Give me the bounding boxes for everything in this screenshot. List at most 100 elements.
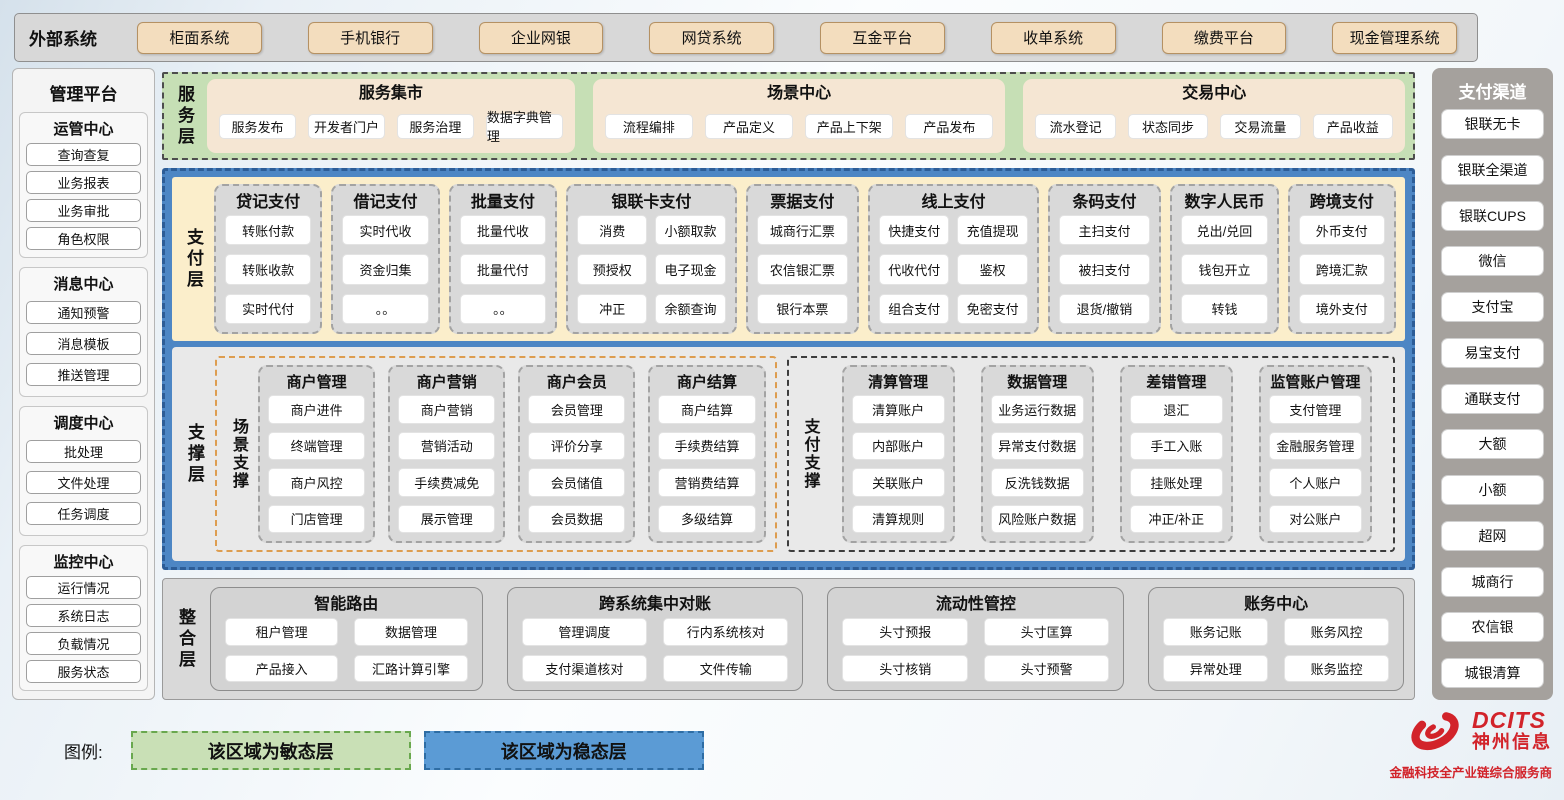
integration-item-button[interactable]: 支付渠道核对: [521, 654, 648, 682]
payment-channel-button[interactable]: 超网: [1441, 520, 1544, 551]
support-item-button[interactable]: 手续费减免: [398, 468, 496, 497]
support-item-button[interactable]: 反洗钱数据: [990, 468, 1084, 497]
support-item-button[interactable]: 评价分享: [528, 431, 626, 460]
support-item-button[interactable]: 多级结算: [658, 504, 756, 533]
support-item-button[interactable]: 商户风控: [268, 468, 366, 497]
payment-item-button[interactable]: 实时代收: [342, 215, 429, 246]
management-item-button[interactable]: 消息模板: [26, 332, 141, 355]
payment-item-button[interactable]: 主扫支付: [1058, 215, 1151, 246]
support-item-button[interactable]: 会员管理: [528, 395, 626, 424]
support-item-button[interactable]: 清算规则: [851, 504, 945, 533]
external-system-button[interactable]: 企业网银: [478, 21, 604, 54]
payment-channel-button[interactable]: 银联CUPS: [1441, 200, 1544, 231]
service-item-button[interactable]: 状态同步: [1127, 113, 1209, 139]
support-item-button[interactable]: 展示管理: [398, 504, 496, 533]
management-item-button[interactable]: 业务审批: [26, 199, 141, 222]
payment-item-button[interactable]: 小额取款: [655, 215, 726, 246]
service-item-button[interactable]: 产品收益: [1312, 113, 1394, 139]
payment-item-button[interactable]: 城商行汇票: [756, 215, 849, 246]
payment-item-button[interactable]: 兑出/兑回: [1181, 215, 1268, 246]
payment-item-button[interactable]: 跨境汇款: [1298, 254, 1385, 285]
payment-item-button[interactable]: 实时代付: [225, 293, 312, 324]
payment-channel-button[interactable]: 农信银: [1441, 612, 1544, 643]
payment-item-button[interactable]: 外币支付: [1298, 215, 1385, 246]
payment-item-button[interactable]: 转账付款: [225, 215, 312, 246]
support-item-button[interactable]: 内部账户: [851, 431, 945, 460]
payment-item-button[interactable]: 充值提现: [957, 215, 1028, 246]
support-item-button[interactable]: 营销费结算: [658, 468, 756, 497]
support-item-button[interactable]: 商户结算: [658, 395, 756, 424]
external-system-button[interactable]: 收单系统: [990, 21, 1116, 54]
support-item-button[interactable]: 异常支付数据: [990, 431, 1084, 460]
integration-item-button[interactable]: 文件传输: [663, 654, 789, 682]
service-item-button[interactable]: 交易流量: [1220, 113, 1301, 139]
support-item-button[interactable]: 支付管理: [1268, 395, 1362, 424]
payment-channel-button[interactable]: 微信: [1441, 246, 1544, 277]
payment-item-button[interactable]: 农信银汇票: [756, 254, 849, 285]
support-item-button[interactable]: 会员数据: [528, 504, 626, 533]
support-item-button[interactable]: 营销活动: [398, 431, 496, 460]
external-system-button[interactable]: 互金平台: [820, 21, 945, 54]
support-item-button[interactable]: 手工入账: [1129, 431, 1223, 460]
support-item-button[interactable]: 手续费结算: [658, 431, 756, 460]
service-item-button[interactable]: 服务治理: [396, 113, 474, 139]
support-item-button[interactable]: 个人账户: [1268, 468, 1362, 497]
external-system-button[interactable]: 现金管理系统: [1332, 21, 1457, 54]
external-system-button[interactable]: 手机银行: [307, 21, 433, 54]
support-item-button[interactable]: 金融服务管理: [1268, 431, 1362, 460]
service-item-button[interactable]: 开发者门户: [307, 113, 385, 139]
payment-channel-button[interactable]: 城商行: [1441, 566, 1544, 597]
payment-item-button[interactable]: 钱包开立: [1181, 254, 1268, 285]
support-item-button[interactable]: 会员储值: [528, 468, 626, 497]
support-item-button[interactable]: 风险账户数据: [990, 504, 1084, 533]
service-item-button[interactable]: 流程编排: [604, 113, 693, 139]
payment-item-button[interactable]: 。。: [342, 293, 429, 324]
service-item-button[interactable]: 产品上下架: [805, 113, 894, 139]
integration-item-button[interactable]: 头寸匡算: [983, 618, 1110, 646]
payment-item-button[interactable]: 电子现金: [655, 254, 726, 285]
service-item-button[interactable]: 服务发布: [219, 113, 296, 139]
management-item-button[interactable]: 系统日志: [26, 604, 141, 627]
payment-item-button[interactable]: 转钱: [1181, 293, 1268, 324]
integration-item-button[interactable]: 管理调度: [521, 618, 648, 646]
support-item-button[interactable]: 挂账处理: [1129, 468, 1223, 497]
payment-channel-button[interactable]: 小额: [1441, 475, 1544, 505]
support-item-button[interactable]: 商户进件: [268, 395, 366, 424]
payment-channel-button[interactable]: 城银清算: [1441, 658, 1544, 688]
support-item-button[interactable]: 门店管理: [268, 504, 366, 533]
payment-item-button[interactable]: 消费: [577, 215, 648, 246]
support-item-button[interactable]: 商户营销: [398, 395, 496, 424]
payment-item-button[interactable]: 余额查询: [655, 293, 726, 324]
support-item-button[interactable]: 退汇: [1129, 395, 1223, 424]
payment-item-button[interactable]: 鉴权: [957, 254, 1028, 285]
support-item-button[interactable]: 终端管理: [268, 431, 366, 460]
management-item-button[interactable]: 任务调度: [26, 502, 141, 525]
management-item-button[interactable]: 运行情况: [26, 576, 141, 599]
management-item-button[interactable]: 通知预警: [26, 301, 141, 324]
payment-item-button[interactable]: 快捷支付: [879, 215, 950, 246]
payment-item-button[interactable]: 预授权: [577, 254, 648, 285]
support-item-button[interactable]: 关联账户: [851, 468, 945, 497]
integration-item-button[interactable]: 数据管理: [354, 618, 468, 646]
payment-item-button[interactable]: 转账收款: [225, 254, 312, 285]
payment-item-button[interactable]: 批量代收: [459, 215, 547, 246]
management-item-button[interactable]: 批处理: [26, 440, 141, 463]
integration-item-button[interactable]: 行内系统核对: [663, 618, 789, 646]
integration-item-button[interactable]: 产品接入: [225, 654, 339, 682]
integration-item-button[interactable]: 账务监控: [1284, 654, 1389, 682]
management-item-button[interactable]: 服务状态: [26, 660, 141, 683]
payment-channel-button[interactable]: 支付宝: [1441, 292, 1544, 322]
payment-item-button[interactable]: 资金归集: [342, 254, 429, 285]
support-item-button[interactable]: 清算账户: [851, 395, 945, 424]
service-item-button[interactable]: 流水登记: [1035, 113, 1116, 139]
payment-item-button[interactable]: 代收代付: [879, 254, 950, 285]
service-item-button[interactable]: 产品发布: [905, 113, 994, 139]
management-item-button[interactable]: 负载情况: [26, 632, 141, 655]
payment-item-button[interactable]: 境外支付: [1298, 293, 1385, 324]
support-item-button[interactable]: 业务运行数据: [990, 395, 1084, 424]
payment-item-button[interactable]: 批量代付: [459, 254, 547, 285]
management-item-button[interactable]: 业务报表: [26, 171, 141, 194]
external-system-button[interactable]: 网贷系统: [649, 21, 774, 54]
payment-channel-button[interactable]: 银联全渠道: [1441, 154, 1544, 185]
management-item-button[interactable]: 文件处理: [26, 471, 141, 494]
